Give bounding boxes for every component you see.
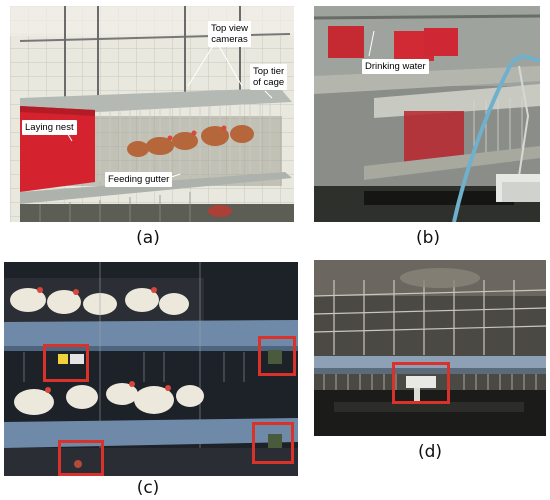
label-line: Feeding gutter xyxy=(108,174,170,185)
caption-d: (d) xyxy=(417,442,443,462)
cage-photo-b xyxy=(314,6,540,222)
label-feeding-gutter: Feeding gutter xyxy=(105,172,173,187)
label-line: Top view xyxy=(211,23,248,34)
highlight-box-sensor-4 xyxy=(252,422,294,464)
photo-panel-b: Drinking water xyxy=(314,6,540,222)
label-line: Top tier xyxy=(253,66,285,77)
photo-panel-a: Top view cameras Top tier of cage Laying… xyxy=(10,6,294,222)
label-line: cameras xyxy=(211,34,248,45)
highlight-box-sensor-d xyxy=(392,362,450,404)
photo-panel-d xyxy=(314,260,546,436)
cage-photo-c xyxy=(4,262,298,476)
label-drinking-water: Drinking water xyxy=(362,59,429,74)
caption-a: (a) xyxy=(136,228,160,248)
caption-c: (c) xyxy=(136,478,160,498)
label-top-view-cameras: Top view cameras xyxy=(208,21,251,47)
label-laying-nest: Laying nest xyxy=(22,120,77,135)
cage-photo-a xyxy=(10,6,294,222)
highlight-box-sensor-1 xyxy=(43,344,89,382)
highlight-box-sensor-2 xyxy=(258,336,296,376)
cage-photo-d xyxy=(314,260,546,436)
photo-panel-c xyxy=(4,262,298,476)
label-line: Drinking water xyxy=(365,61,426,72)
highlight-box-sensor-3 xyxy=(58,440,104,476)
label-line: Laying nest xyxy=(25,122,74,133)
caption-b: (b) xyxy=(415,228,441,248)
label-top-tier-of-cage: Top tier of cage xyxy=(250,64,288,90)
label-line: of cage xyxy=(253,77,285,88)
